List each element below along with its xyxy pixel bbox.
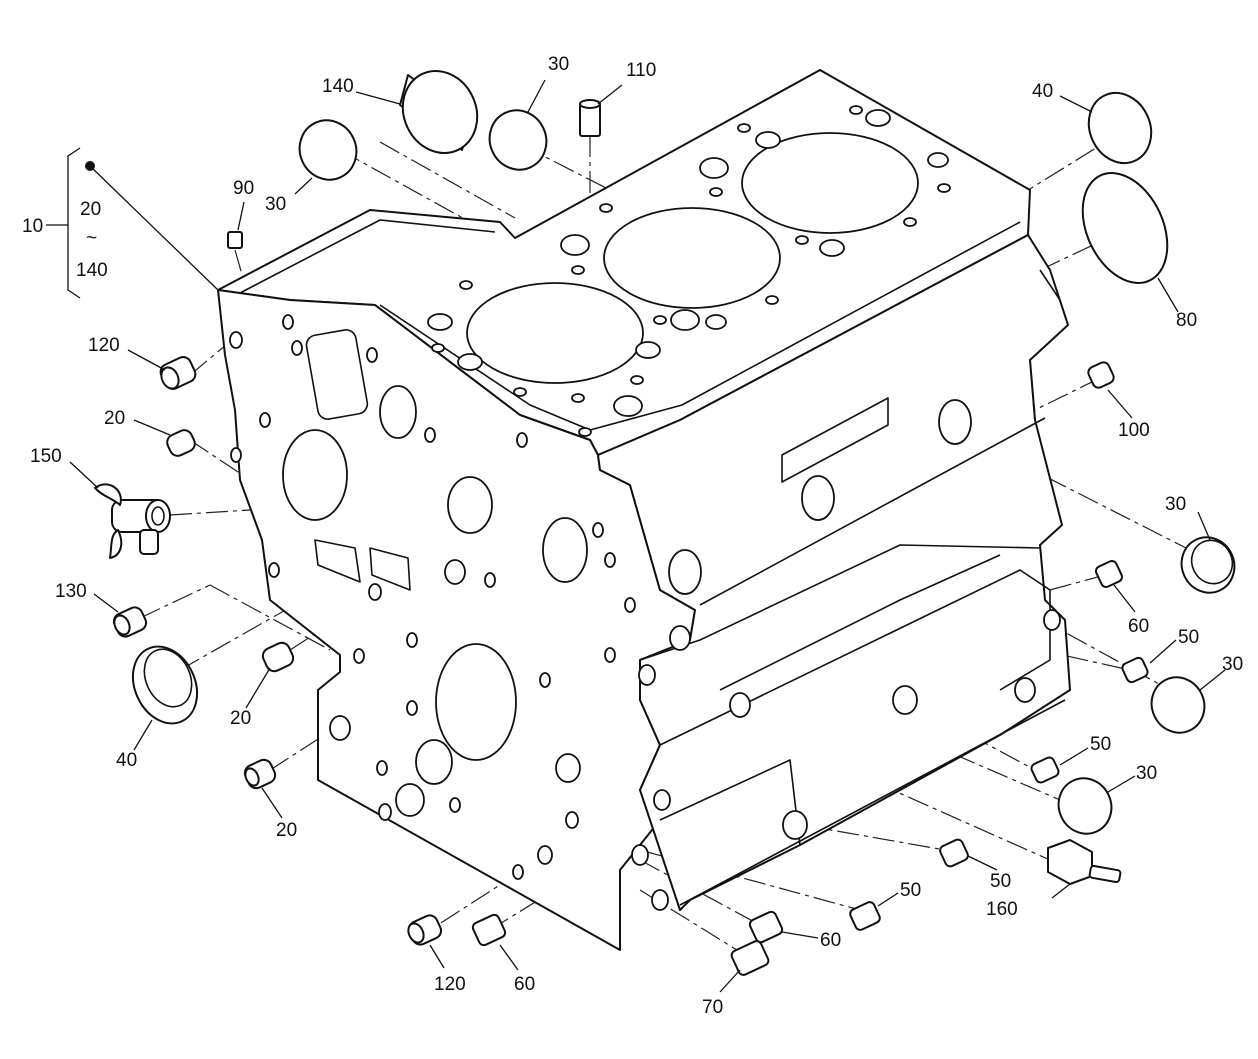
callout-20-low: 20: [276, 820, 297, 841]
callout-50-b: 50: [900, 880, 921, 901]
callout-50-r2: 50: [1090, 734, 1111, 755]
plug-60-r: [1095, 560, 1123, 588]
plug-30-left: [298, 119, 358, 181]
plug-60-b: [748, 910, 784, 944]
cylinder-bore-3: [741, 132, 919, 234]
callout-60-b: 60: [820, 930, 841, 951]
plug-50-r3: [939, 838, 969, 868]
plug-80: [1081, 172, 1169, 284]
dowel-20-mid: [261, 641, 295, 673]
callout-130: 130: [55, 581, 87, 602]
callout-40-tr: 40: [1032, 81, 1053, 102]
loose-parts: [94, 70, 1236, 976]
group-bullet: [85, 161, 95, 171]
plug-30-r2: [1150, 676, 1206, 734]
callout-labels: 10 20 ~ 140 140 30 110 90 30 40 80 100 1…: [22, 54, 1243, 1018]
callout-60-r: 60: [1128, 616, 1149, 637]
plug-50-r1: [1121, 656, 1149, 684]
front-face-ports: [229, 314, 636, 880]
plug-60-bl: [471, 913, 507, 947]
bush-120-left: [159, 356, 197, 390]
leader-lines: [69, 79, 1226, 993]
callout-30-r2: 30: [1222, 654, 1243, 675]
dowel-100: [1087, 361, 1115, 389]
callout-70: 70: [702, 997, 723, 1018]
plug-140-top: [399, 70, 479, 154]
group-number: 10: [22, 216, 43, 237]
callout-30-r1: 30: [1165, 494, 1186, 515]
deck-holes: [427, 105, 951, 437]
plug-70: [730, 940, 770, 976]
callout-160: 160: [986, 899, 1018, 920]
cylinder-bore-1: [466, 282, 644, 384]
callout-80: 80: [1176, 310, 1197, 331]
callout-20-left: 20: [104, 408, 125, 429]
callout-140-top: 140: [322, 76, 354, 97]
plug-30-r1: [1180, 536, 1236, 594]
dowel-20-left: [166, 429, 196, 457]
callout-110: 110: [626, 60, 656, 81]
group-range-to: 140: [76, 260, 108, 281]
pin-90: [227, 231, 243, 249]
plug-40-tr: [1087, 91, 1153, 165]
callout-30-left: 30: [265, 194, 286, 215]
callout-20-mid: 20: [230, 708, 251, 729]
group-bracket: [67, 147, 81, 299]
callout-90: 90: [233, 178, 254, 199]
cylinder-block: [217, 69, 1071, 951]
callout-120-left: 120: [88, 335, 120, 356]
group-range-from: 20: [80, 199, 101, 220]
plug-50-b: [849, 901, 881, 931]
plug-40-bl: [131, 645, 199, 725]
bush-120-bottom: [407, 914, 443, 946]
plug-30-r3: [1057, 777, 1113, 835]
callout-50-r1: 50: [1178, 627, 1199, 648]
callout-100: 100: [1118, 420, 1150, 441]
callout-30-top: 30: [548, 54, 569, 75]
cylinder-bore-2: [603, 207, 781, 309]
callout-40-bl: 40: [116, 750, 137, 771]
callout-120-bottom: 120: [434, 974, 466, 995]
dowel-110: [579, 99, 601, 137]
callout-150: 150: [30, 446, 62, 467]
drain-cock-150: [94, 483, 171, 559]
oil-switch-160: [1047, 839, 1122, 885]
callout-60-bl: 60: [514, 974, 535, 995]
callout-30-r3: 30: [1136, 763, 1157, 784]
group-range-sep: ~: [86, 228, 97, 249]
bush-130: [112, 606, 148, 638]
dowel-20-low: [243, 758, 277, 790]
callout-50-r3: 50: [990, 871, 1011, 892]
plug-30-top: [488, 109, 548, 171]
plug-50-r2: [1030, 756, 1060, 784]
